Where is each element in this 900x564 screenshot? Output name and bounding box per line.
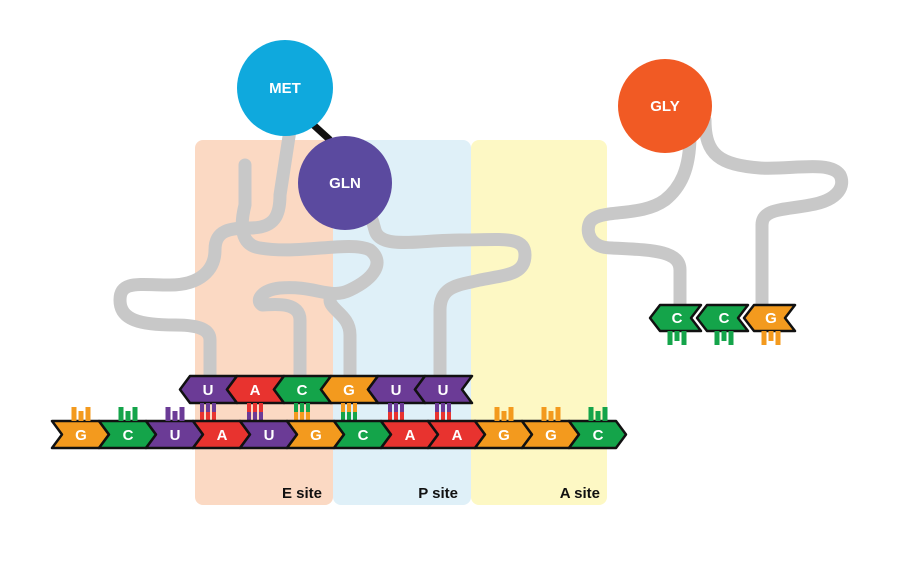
anticodon-base-label: U bbox=[438, 382, 449, 399]
free-anticodon-base-label: C bbox=[672, 310, 683, 327]
mrna-base-teeth bbox=[165, 407, 185, 421]
anticodon-nucleotide-A: A bbox=[225, 374, 286, 421]
svg-text:GLN: GLN bbox=[329, 175, 361, 192]
mrna-base-label: A bbox=[452, 427, 463, 444]
mrna-nucleotide-U: U bbox=[144, 407, 205, 450]
free-anticodon-teeth bbox=[714, 331, 734, 345]
svg-text:GLY: GLY bbox=[650, 98, 679, 115]
trna-body-gly bbox=[581, 128, 697, 319]
a-site-box bbox=[471, 140, 607, 505]
mrna-nucleotide-C: C bbox=[567, 407, 628, 450]
mrna-base-label: A bbox=[217, 427, 228, 444]
gln-amino-acid: GLN bbox=[298, 136, 392, 230]
mrna-base-label: G bbox=[498, 427, 510, 444]
mrna-base-label: A bbox=[405, 427, 416, 444]
mrna-base-label: U bbox=[170, 427, 181, 444]
mrna-nucleotide-G: G bbox=[50, 407, 111, 450]
amino-acids: MET GLN GLY bbox=[237, 40, 712, 230]
mrna-base-label: U bbox=[264, 427, 275, 444]
trna-body-gln bbox=[235, 158, 384, 387]
anticodon-base-label: G bbox=[343, 382, 355, 399]
mrna-base-teeth bbox=[118, 407, 138, 421]
trna-body-gly-right bbox=[698, 113, 849, 319]
mrna-base-teeth bbox=[541, 407, 561, 421]
mrna-base-label: G bbox=[545, 427, 557, 444]
e-site-label: E site bbox=[282, 485, 322, 502]
anticodon-base-label: A bbox=[250, 382, 261, 399]
mrna-base-label: C bbox=[358, 427, 369, 444]
mrna-base-label: G bbox=[310, 427, 322, 444]
free-anticodon-base-label: C bbox=[719, 310, 730, 327]
mrna-base-teeth bbox=[494, 407, 514, 421]
free-anticodon-teeth bbox=[761, 331, 781, 345]
mrna-base-label: G bbox=[75, 427, 87, 444]
anticodon-base-label: U bbox=[203, 382, 214, 399]
trna-body-met bbox=[113, 123, 297, 387]
mrna-base-teeth bbox=[588, 407, 608, 421]
free-anticodon-nucleotide-G: G bbox=[742, 303, 797, 345]
free-anticodon-nucleotide-C: C bbox=[695, 303, 750, 345]
trna-bodies bbox=[113, 113, 849, 387]
mrna-base-label: C bbox=[123, 427, 134, 444]
anticodon-base-label: U bbox=[391, 382, 402, 399]
mrna-base-teeth bbox=[71, 407, 91, 421]
mrna-nucleotide-G: G bbox=[473, 407, 534, 450]
mrna-base-label: C bbox=[593, 427, 604, 444]
trna-body-gln-right bbox=[338, 173, 532, 387]
met-amino-acid: MET bbox=[237, 40, 333, 136]
trna-body-gly-arm bbox=[323, 293, 357, 387]
anticodon-nucleotide-U: U bbox=[413, 374, 474, 421]
free-anticodon-base-label: G bbox=[765, 310, 777, 327]
anticodon-base-label: C bbox=[297, 382, 308, 399]
a-site-label: A site bbox=[560, 485, 600, 502]
free-anticodon-nucleotide-C: C bbox=[648, 303, 703, 345]
svg-text:MET: MET bbox=[269, 80, 301, 97]
ribosome-sites: E site P site A site bbox=[195, 140, 607, 505]
gly-amino-acid: GLY bbox=[618, 59, 712, 153]
mrna-nucleotide-C: C bbox=[97, 407, 158, 450]
p-site-label: P site bbox=[418, 485, 458, 502]
free-anticodon-teeth bbox=[667, 331, 687, 345]
